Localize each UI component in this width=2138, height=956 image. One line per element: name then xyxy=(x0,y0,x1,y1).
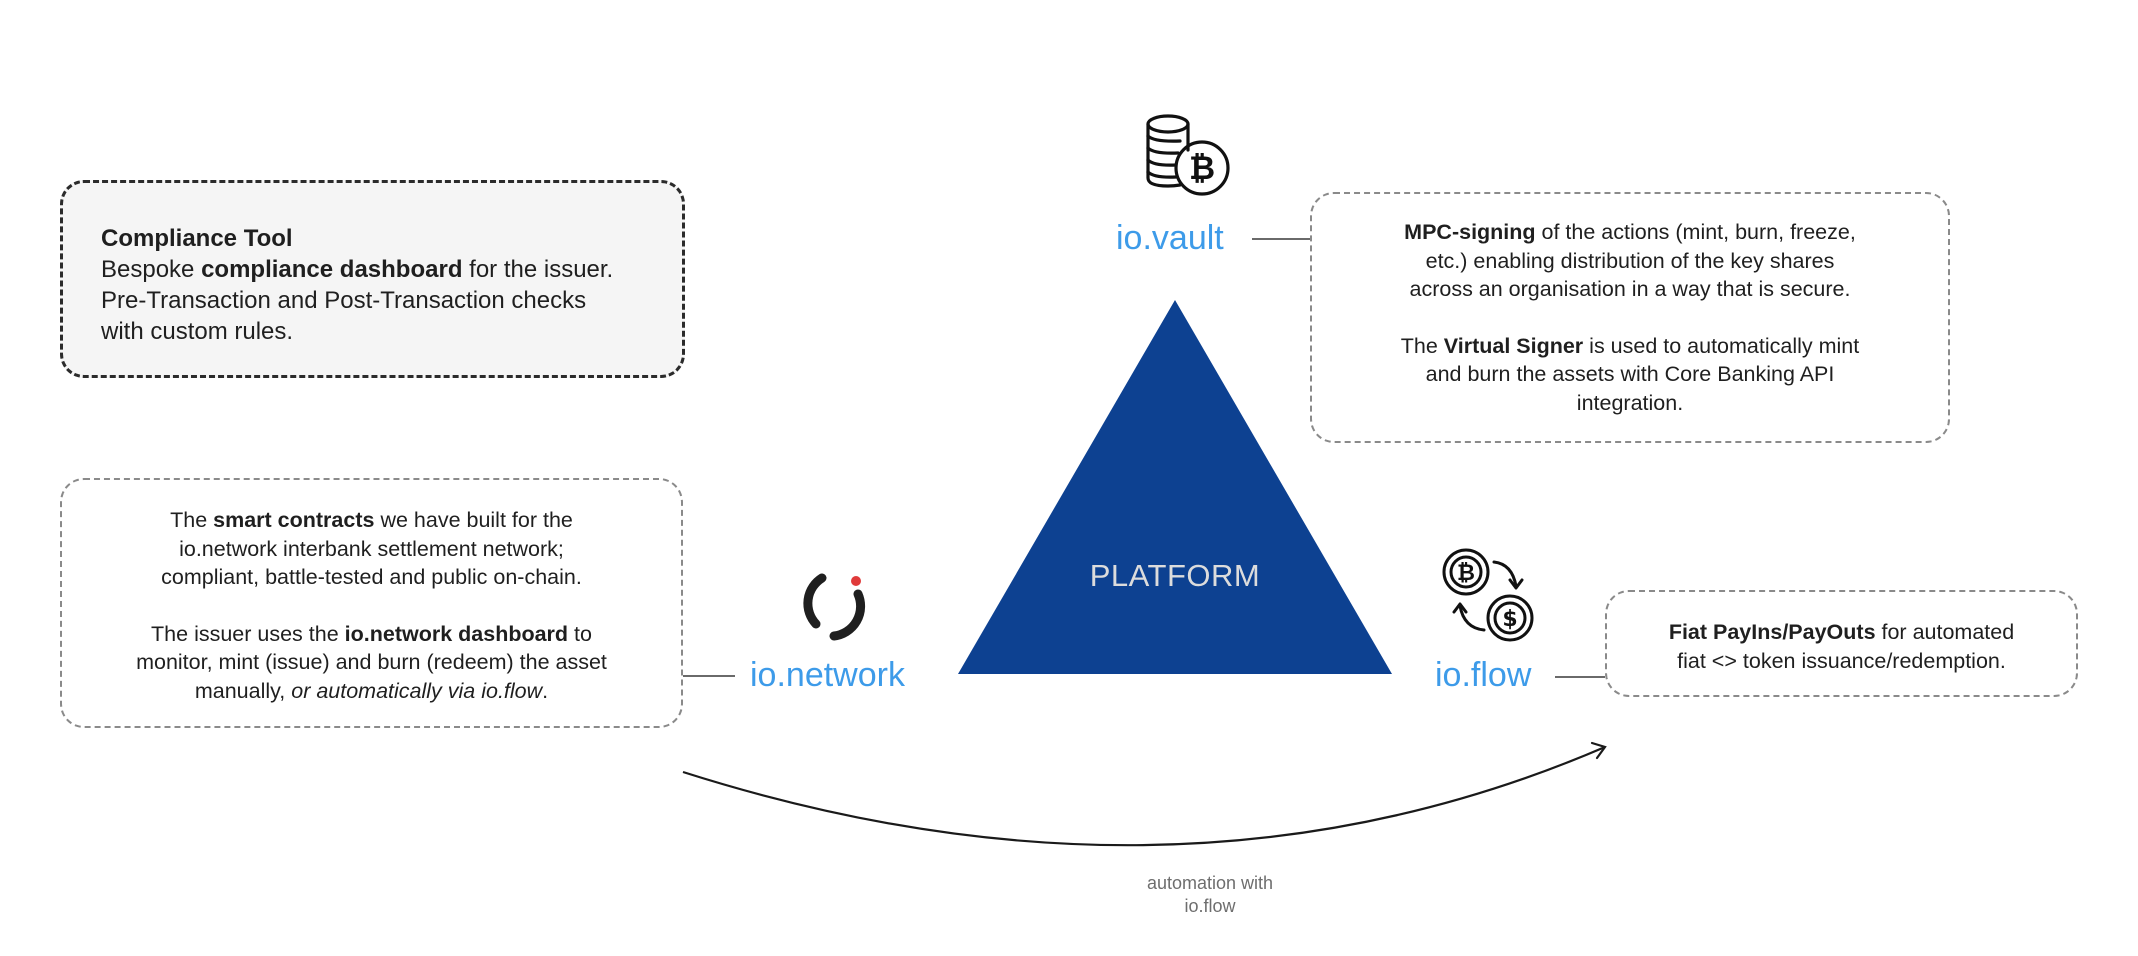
io-network-logo-icon xyxy=(800,570,880,644)
network-description-box: The smart contracts we have built for th… xyxy=(60,478,683,728)
compliance-line-1: Bespoke compliance dashboard for the iss… xyxy=(101,256,614,283)
svg-text:₿: ₿ xyxy=(1189,149,1215,187)
io-vault-label: io.vault xyxy=(1116,219,1224,257)
network-p1-line-3: compliant, battle-tested and public on-c… xyxy=(161,565,582,589)
network-p2-line-3: manually, or automatically via io.flow. xyxy=(194,678,549,703)
vault-p1-line-1: MPC-signing of the actions (mint, burn, … xyxy=(1404,220,1856,244)
vault-connector-line xyxy=(1252,238,1310,240)
network-connector-line xyxy=(683,675,735,677)
network-p1-line-2: io.network interbank settlement network; xyxy=(179,536,564,561)
coins-bitcoin-icon: ₿ xyxy=(1140,112,1232,200)
vault-p2-line-3: integration. xyxy=(1576,390,1684,415)
compliance-tool-box: Compliance Tool Bespoke compliance dashb… xyxy=(60,180,685,378)
vault-p1-line-2: etc.) enabling distribution of the key s… xyxy=(1425,248,1835,273)
network-p2-line-2: monitor, mint (issue) and burn (redeem) … xyxy=(136,650,607,674)
flow-line-2: fiat <> token issuance/redemption. xyxy=(1677,648,2006,673)
vault-description-box: MPC-signing of the actions (mint, burn, … xyxy=(1310,192,1950,443)
network-p2-line-1: The issuer uses the io.network dashboard… xyxy=(151,621,592,646)
platform-label: PLATFORM xyxy=(1089,558,1261,593)
currency-exchange-icon: ₿ $ xyxy=(1440,548,1545,648)
svg-text:₿: ₿ xyxy=(1457,561,1475,586)
flow-line-1: Fiat PayIns/PayOuts for automated xyxy=(1668,620,2015,644)
vault-p1-line-3: across an organisation in a way that is … xyxy=(1409,277,1851,301)
compliance-line-3: with custom rules. xyxy=(101,318,294,345)
automation-caption: automation with io.flow xyxy=(1110,872,1310,918)
svg-text:$: $ xyxy=(1502,607,1517,632)
io-network-label: io.network xyxy=(750,656,905,694)
automation-caption-line-1: automation with xyxy=(1146,873,1274,893)
automation-caption-line-2: io.flow xyxy=(1184,896,1236,916)
network-p1-line-1: The smart contracts we have built for th… xyxy=(170,508,573,532)
vault-p2-line-2: and burn the assets with Core Banking AP… xyxy=(1425,362,1835,386)
platform-triangle xyxy=(958,300,1392,674)
io-flow-label: io.flow xyxy=(1435,656,1532,694)
compliance-line-2: Pre-Transaction and Post-Transaction che… xyxy=(101,287,587,314)
vault-p2-line-1: The Virtual Signer is used to automatica… xyxy=(1400,333,1860,358)
flow-description-box: Fiat PayIns/PayOuts for automated fiat <… xyxy=(1605,590,2078,697)
flow-connector-line xyxy=(1555,676,1605,678)
compliance-title: Compliance Tool xyxy=(101,225,293,252)
